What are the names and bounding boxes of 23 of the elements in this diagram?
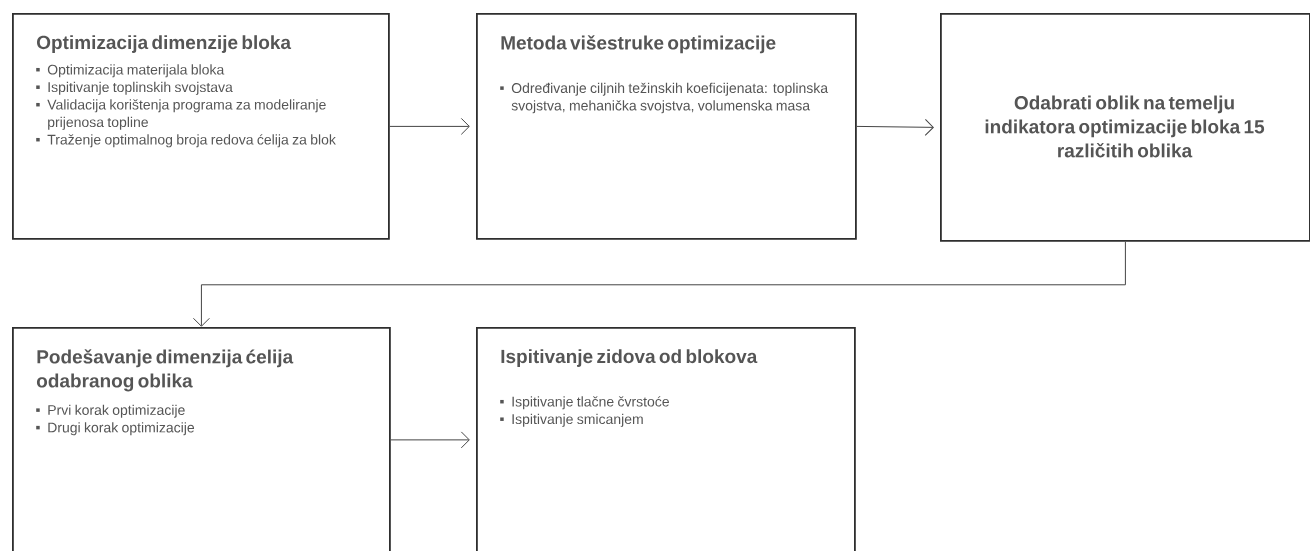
- box-heading: Ispitivanje zidova od blokova: [501, 349, 758, 367]
- process-box: [12, 327, 391, 551]
- bullet-item: Drugi korak optimizacije: [36, 422, 195, 436]
- process-box: [476, 327, 856, 551]
- process-box: [940, 13, 1310, 242]
- process-box: [476, 13, 857, 240]
- arrow: [389, 117, 470, 135]
- process-box: [12, 13, 390, 240]
- box-heading: Optimizacija dimenzije bloka: [37, 35, 292, 53]
- bullet-item: Ispitivanje tlačne čvrstoće: [500, 396, 669, 410]
- bullet-item: Prvi korak optimizacije: [36, 404, 185, 418]
- arrow: [390, 431, 470, 449]
- box-text: Odabrati oblik na temelju indikatora optimizacije bloka 15 različitih oblika: [985, 95, 1265, 158]
- arrow: [856, 118, 934, 136]
- bullet-item: Optimizacija materijala bloka: [36, 64, 225, 78]
- arrow: [192, 241, 1126, 327]
- box-heading: Podešavanje dimenzija ćelija odabranog oblika: [36, 349, 294, 392]
- bullet-item: Ispitivanje toplinskih svojstava: [36, 81, 233, 95]
- box-heading: Metoda višestruke optimizacije: [501, 35, 776, 54]
- bullet-item: Traženje optimalnog broja redova ćelija za blok: [36, 134, 336, 148]
- bullet-item: Određivanje ciljnih težinskih koeficijenata: toplinska svojstva, mehanička svojstva, volumenska masa: [500, 82, 829, 114]
- bullet-item: Ispitivanje smicanjem: [500, 413, 643, 427]
- bullet-item: Validacija korištenja programa za modeliranje prijenosa topline: [36, 99, 326, 130]
